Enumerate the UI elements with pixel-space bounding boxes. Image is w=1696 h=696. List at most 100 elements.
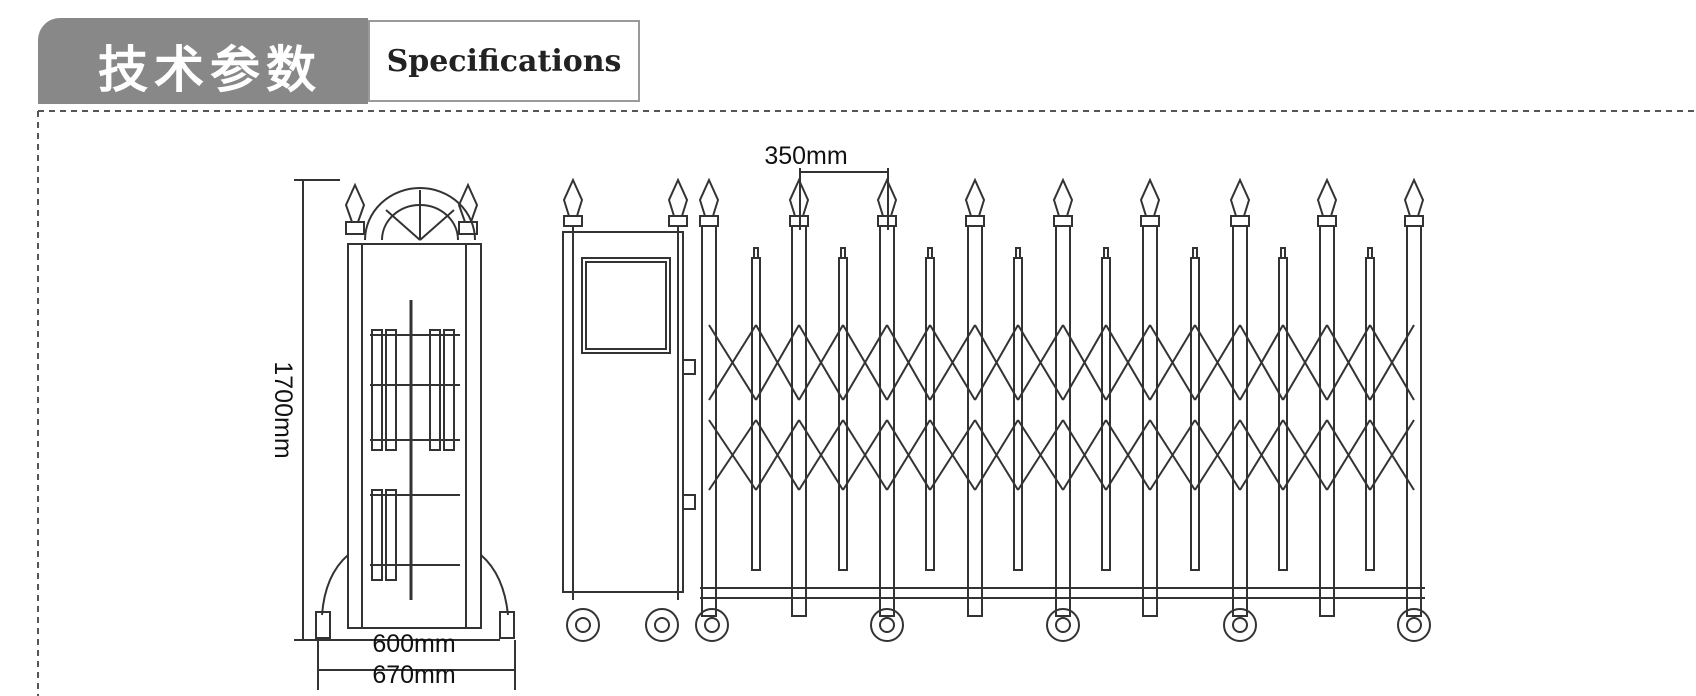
finial bbox=[344, 182, 366, 223]
short-post bbox=[925, 257, 935, 571]
arch-spoke bbox=[385, 209, 421, 241]
scissor-link bbox=[929, 419, 976, 491]
scissor-link bbox=[1282, 324, 1328, 401]
scissor-link bbox=[1105, 419, 1151, 491]
header-title-en: Specifications bbox=[386, 43, 622, 79]
scissor-link bbox=[1149, 324, 1196, 401]
finial-base bbox=[1053, 215, 1073, 227]
wheel-hub bbox=[575, 617, 591, 633]
scissor-link bbox=[974, 324, 1019, 401]
finial-base bbox=[965, 215, 985, 227]
wheel bbox=[870, 608, 904, 642]
scissor-link bbox=[1062, 324, 1107, 401]
scissor-link bbox=[886, 419, 931, 491]
arch bbox=[364, 187, 476, 241]
tall-post bbox=[1232, 225, 1248, 617]
finial-base bbox=[668, 215, 688, 227]
slat bbox=[371, 329, 383, 451]
scissor-link bbox=[708, 419, 757, 491]
side-view bbox=[294, 179, 516, 690]
wheel-hub bbox=[704, 617, 720, 633]
short-post bbox=[838, 257, 848, 571]
short-post-tip bbox=[840, 247, 846, 259]
scissor-link bbox=[1017, 324, 1064, 401]
short-post bbox=[1190, 257, 1200, 571]
wheel-hub bbox=[654, 617, 670, 633]
finial-base bbox=[458, 221, 478, 235]
finial bbox=[562, 177, 584, 217]
scissor-link bbox=[842, 324, 888, 401]
finial bbox=[698, 177, 720, 217]
scissor-link bbox=[1369, 324, 1415, 401]
short-post bbox=[751, 257, 761, 571]
wheel bbox=[499, 611, 515, 639]
scissor-link bbox=[755, 419, 800, 491]
finial-base bbox=[1140, 215, 1160, 227]
finial-base bbox=[563, 215, 583, 227]
tall-post bbox=[701, 225, 717, 617]
scissor-link bbox=[886, 324, 931, 401]
slat bbox=[371, 489, 383, 581]
front-view bbox=[562, 168, 1425, 599]
short-post-tip bbox=[1103, 247, 1109, 259]
finial bbox=[1139, 177, 1161, 217]
scissor-link bbox=[1239, 324, 1284, 401]
slat bbox=[443, 329, 455, 451]
scissor-link bbox=[1149, 419, 1196, 491]
finial-base bbox=[1404, 215, 1424, 227]
arch-spoke bbox=[419, 209, 455, 241]
scissor-link bbox=[1239, 419, 1284, 491]
inner-width-label: 600mm bbox=[372, 630, 455, 658]
short-post-tip bbox=[1367, 247, 1373, 259]
finial-base bbox=[1317, 215, 1337, 227]
scissor-link bbox=[1194, 324, 1241, 401]
outer-width-label: 670mm bbox=[372, 661, 455, 689]
finial-base bbox=[699, 215, 719, 227]
wheel bbox=[1223, 608, 1257, 642]
short-post-tip bbox=[753, 247, 759, 259]
finial bbox=[1403, 177, 1425, 217]
scissor-link bbox=[1062, 419, 1107, 491]
post-spacing-label: 350mm bbox=[764, 142, 847, 170]
tall-post bbox=[879, 225, 895, 617]
finial-base bbox=[1230, 215, 1250, 227]
scissor-link bbox=[755, 324, 800, 401]
scissor-link bbox=[1282, 419, 1328, 491]
foot-curve bbox=[480, 554, 509, 616]
short-post-tip bbox=[1192, 247, 1198, 259]
tall-post bbox=[791, 225, 807, 617]
control-box-window-inner bbox=[585, 261, 667, 350]
section-header: 技术参数 Specifications bbox=[38, 18, 643, 104]
height-label: 1700mm bbox=[269, 361, 297, 458]
short-post-tip bbox=[1280, 247, 1286, 259]
finial-base bbox=[345, 221, 365, 235]
side-frame bbox=[347, 243, 482, 629]
control-box-hinge bbox=[682, 359, 696, 375]
wheel-hub bbox=[1232, 617, 1248, 633]
scissor-link bbox=[1326, 419, 1371, 491]
finial bbox=[457, 182, 479, 223]
wheel-hub bbox=[1055, 617, 1071, 633]
wheel-hub bbox=[879, 617, 895, 633]
front-view-posts bbox=[562, 177, 1431, 642]
wheel bbox=[566, 608, 600, 642]
scissor-link bbox=[798, 324, 844, 401]
scissor-link bbox=[708, 324, 757, 401]
finial bbox=[1316, 177, 1338, 217]
tall-post bbox=[1142, 225, 1158, 617]
tall-post bbox=[1055, 225, 1071, 617]
short-post-tip bbox=[927, 247, 933, 259]
tall-post bbox=[1406, 225, 1422, 617]
short-post bbox=[1365, 257, 1375, 571]
scissor-link bbox=[1369, 419, 1415, 491]
wheel bbox=[1046, 608, 1080, 642]
scissor-link bbox=[974, 419, 1019, 491]
slat bbox=[385, 329, 397, 451]
scissor-link bbox=[1194, 419, 1241, 491]
scissor-link bbox=[842, 419, 888, 491]
scissor-link bbox=[929, 324, 976, 401]
slat bbox=[385, 489, 397, 581]
wheel bbox=[1397, 608, 1431, 642]
control-box-hinge bbox=[682, 494, 696, 510]
